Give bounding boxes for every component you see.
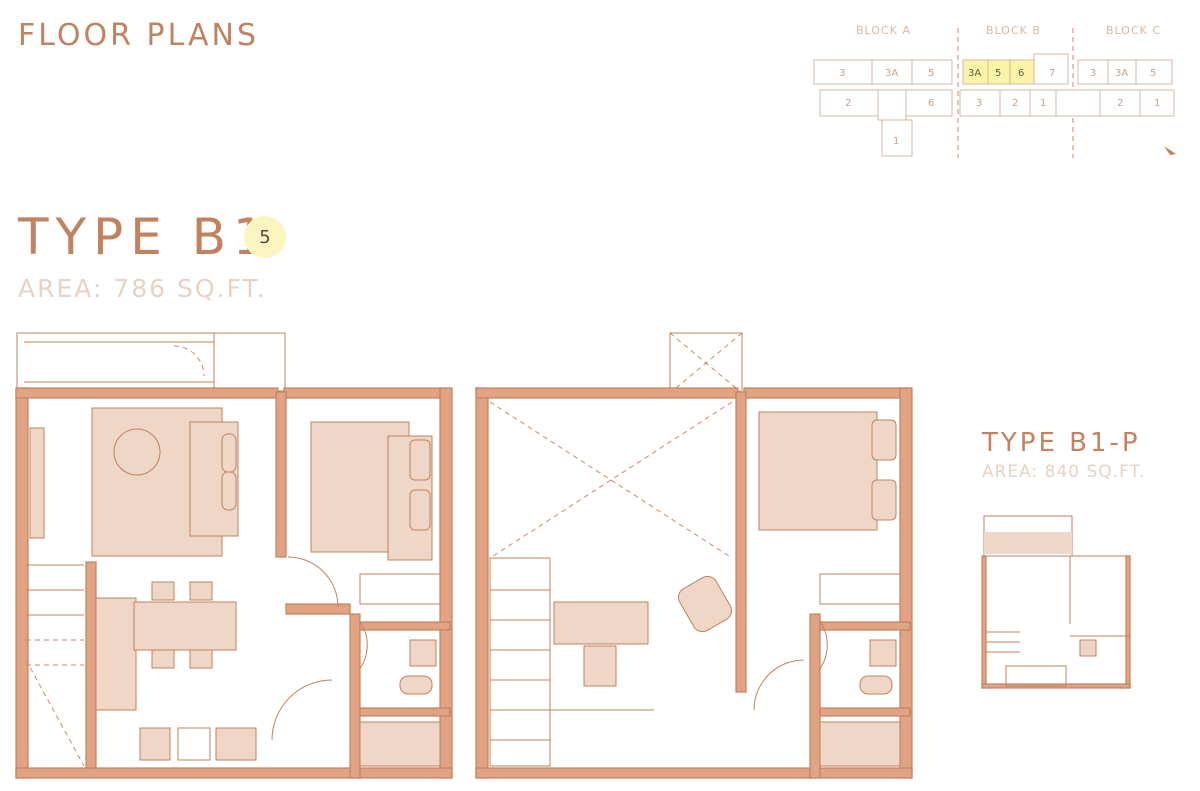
key-label: 5 (995, 68, 1001, 79)
page-title: FLOOR PLANS (18, 18, 260, 53)
key-label: 2 (1012, 98, 1018, 109)
block-c-label: BLOCK C (1106, 24, 1162, 37)
north-arrow-icon (1164, 146, 1176, 155)
key-unit-7-b (1033, 53, 1069, 85)
key-unit-5-a (911, 59, 953, 85)
alt-unit-type-title: TYPE B1-P (982, 428, 1141, 458)
key-unit-1-b (1029, 89, 1057, 117)
unit-number-badge: 5 (244, 216, 286, 258)
key-label: 3A (885, 68, 898, 79)
key-unit-3a-a (871, 59, 913, 85)
key-label: 3A (968, 68, 981, 79)
key-unit-5-c (1135, 59, 1173, 85)
key-unit-1-a (881, 119, 913, 157)
key-unit-2-a (819, 89, 879, 117)
key-unit-1-c (1139, 89, 1175, 117)
key-label: 1 (1040, 98, 1046, 109)
key-unit-2-c (1099, 89, 1141, 117)
key-label: 2 (1117, 98, 1123, 109)
lower-floor-plan (15, 332, 453, 779)
block-b-label: BLOCK B (986, 24, 1041, 37)
unit-area: AREA: 786 SQ.FT. (18, 274, 267, 303)
key-label: 3 (976, 98, 982, 109)
block-a-label: BLOCK A (856, 24, 911, 37)
key-unit-3a-c (1107, 59, 1137, 85)
key-label: 3 (839, 68, 845, 79)
unit-type-title: TYPE B1 (18, 208, 272, 266)
key-unit-3-c (1077, 59, 1109, 85)
key-label: 7 (1049, 68, 1055, 79)
key-label: 5 (1150, 68, 1156, 79)
upper-floor-plan (475, 332, 913, 779)
key-unit-6-b (1009, 59, 1035, 85)
key-label: 5 (928, 68, 934, 79)
key-label: 6 (928, 98, 934, 109)
key-label: 2 (845, 98, 851, 109)
key-unit-3a-b (962, 59, 989, 85)
alt-unit-thumbnail-plan (981, 515, 1131, 689)
key-label: 3A (1115, 68, 1128, 79)
key-plan: BLOCK A BLOCK B BLOCK C 3 3A 5 3A 5 6 7 … (800, 18, 1190, 168)
alt-unit-area: AREA: 840 SQ.FT. (982, 462, 1146, 482)
key-unit-2-b (999, 89, 1031, 117)
key-label: 3 (1090, 68, 1096, 79)
key-label: 1 (1154, 98, 1160, 109)
key-label: 6 (1018, 68, 1024, 79)
key-label: 1 (893, 136, 899, 147)
key-unit-3-a (813, 59, 873, 85)
key-unit-6-a (905, 89, 953, 117)
